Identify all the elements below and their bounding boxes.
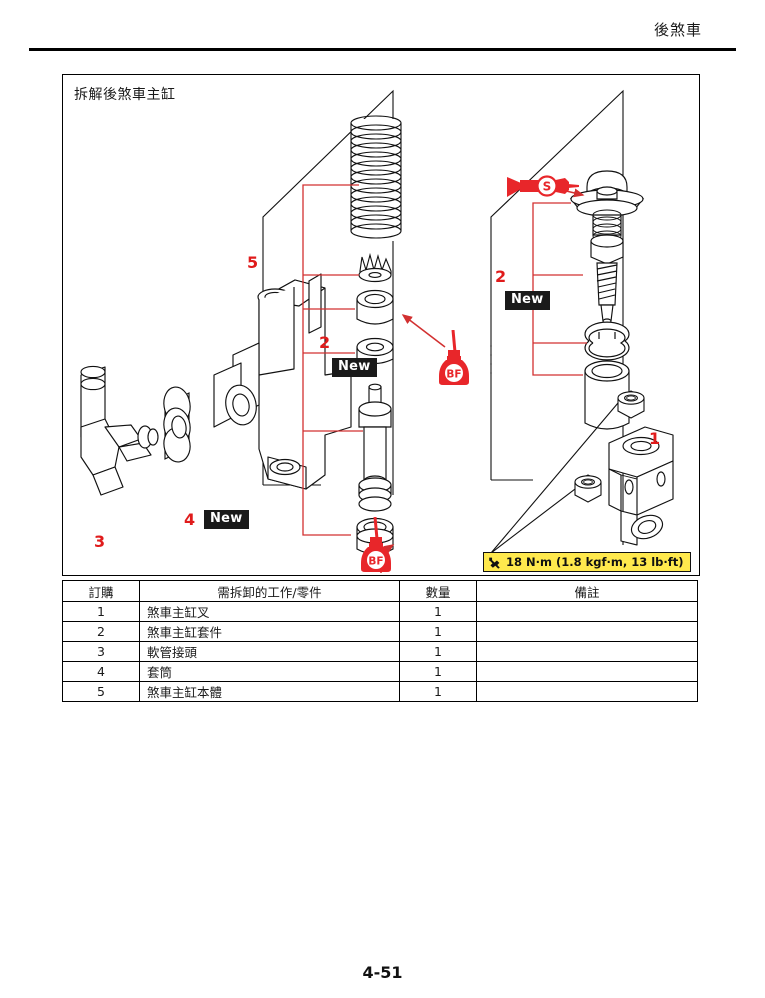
cell-job: 煞車主缸叉 xyxy=(139,601,400,622)
cell-qty: 1 xyxy=(399,681,477,702)
callout-2-right: 2 xyxy=(495,267,507,286)
cell-order: 4 xyxy=(62,661,140,682)
cell-qty: 1 xyxy=(399,661,477,682)
table-row: 2 煞車主缸套件 1 xyxy=(62,621,698,642)
cell-remarks xyxy=(476,661,698,682)
cell-remarks xyxy=(476,621,698,642)
svg-text:BF: BF xyxy=(446,369,461,381)
callout-1: 1 xyxy=(649,429,661,448)
exploded-view-figure: 拆解後煞車主缸 xyxy=(62,74,700,576)
new-badge-left: New xyxy=(204,510,249,529)
cell-order: 2 xyxy=(62,621,140,642)
callout-2-center: 2 xyxy=(319,333,331,352)
table-row: 4 套筒 1 xyxy=(62,661,698,682)
new-badge-center: New xyxy=(332,358,377,377)
page-number: 4-51 xyxy=(362,963,403,982)
header-job: 需拆卸的工作/零件 xyxy=(139,580,400,602)
header-rule xyxy=(29,48,736,51)
cell-qty: 1 xyxy=(399,601,477,622)
table-row: 1 煞車主缸叉 1 xyxy=(62,601,698,622)
cell-job: 煞車主缸套件 xyxy=(139,621,400,642)
running-head-title: 後煞車 xyxy=(653,21,702,39)
table-row: 5 煞車主缸本體 1 xyxy=(62,681,698,702)
header-remarks: 備註 xyxy=(476,580,698,602)
table-header-row: 訂購 需拆卸的工作/零件 數量 備註 xyxy=(62,580,698,602)
callout-3: 3 xyxy=(94,532,106,551)
svg-text:S: S xyxy=(543,180,552,194)
grease-marker-icon: S xyxy=(507,171,581,206)
cell-remarks xyxy=(476,601,698,622)
header-qty: 數量 xyxy=(399,580,477,602)
header-order: 訂購 xyxy=(62,580,140,602)
cell-order: 5 xyxy=(62,681,140,702)
cell-qty: 1 xyxy=(399,621,477,642)
callout-4: 4 xyxy=(184,510,196,529)
cell-qty: 1 xyxy=(399,641,477,662)
cell-job: 套筒 xyxy=(139,661,400,682)
cell-remarks xyxy=(476,641,698,662)
torque-spec-callout: 18 N·m (1.8 kgf·m, 13 lb·ft) xyxy=(483,552,691,572)
exploded-diagram-canvas xyxy=(63,75,699,575)
figure-title: 拆解後煞車主缸 xyxy=(74,87,176,103)
svg-text:BF: BF xyxy=(368,556,383,568)
new-badge-right: New xyxy=(505,291,550,310)
cell-job: 軟管接頭 xyxy=(139,641,400,662)
torque-spec-text: 18 N·m (1.8 kgf·m, 13 lb·ft) xyxy=(506,555,684,569)
cell-order: 3 xyxy=(62,641,140,662)
cell-job: 煞車主缸本體 xyxy=(139,681,400,702)
torque-wrench-icon xyxy=(489,557,500,569)
table-row: 3 軟管接頭 1 xyxy=(62,641,698,662)
bf-marker-upper: BF xyxy=(437,329,471,391)
cell-remarks xyxy=(476,681,698,702)
bf-marker-lower: BF xyxy=(359,516,393,578)
cell-order: 1 xyxy=(62,601,140,622)
callout-5: 5 xyxy=(247,253,259,272)
parts-table: 訂購 需拆卸的工作/零件 數量 備註 1 煞車主缸叉 1 2 煞車主缸套件 1 … xyxy=(62,580,698,702)
